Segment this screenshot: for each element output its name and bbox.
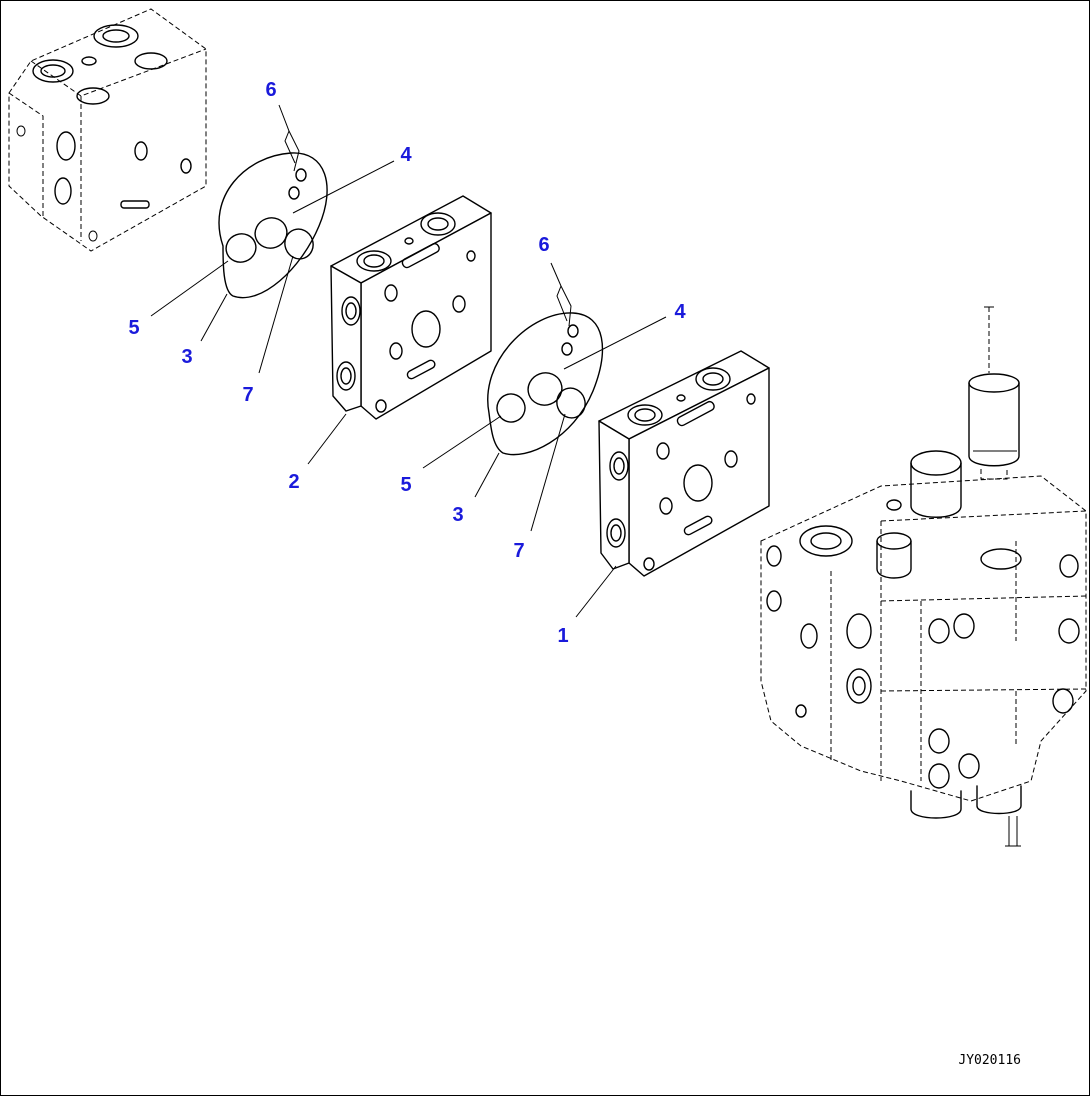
callout-2: 2 bbox=[288, 471, 299, 493]
callout-3-lower: 3 bbox=[452, 504, 463, 526]
upstream-valve-block bbox=[8, 8, 207, 252]
callout-6-lower: 6 bbox=[538, 234, 549, 256]
drawing-reference-code: JY020116 bbox=[958, 1053, 1021, 1068]
callout-7-lower: 7 bbox=[513, 540, 524, 562]
valve-section-1 bbox=[598, 350, 770, 577]
callout-3-upper: 3 bbox=[181, 346, 192, 368]
leader-lines bbox=[150, 104, 667, 618]
callout-1: 1 bbox=[557, 625, 568, 647]
callout-6-upper: 6 bbox=[265, 79, 276, 101]
gasket-plate-lower bbox=[487, 312, 604, 456]
callout-5-upper: 5 bbox=[128, 317, 139, 339]
callout-labels: 6 4 5 3 7 2 6 4 5 3 7 1 bbox=[128, 79, 686, 647]
callout-4-upper: 4 bbox=[400, 144, 412, 166]
callout-7-upper: 7 bbox=[242, 384, 253, 406]
valve-section-2 bbox=[330, 195, 492, 420]
gasket-plate-upper bbox=[218, 152, 328, 299]
callout-4-lower: 4 bbox=[674, 301, 686, 323]
callout-5-lower: 5 bbox=[400, 474, 411, 496]
main-valve-assembly bbox=[760, 306, 1087, 847]
